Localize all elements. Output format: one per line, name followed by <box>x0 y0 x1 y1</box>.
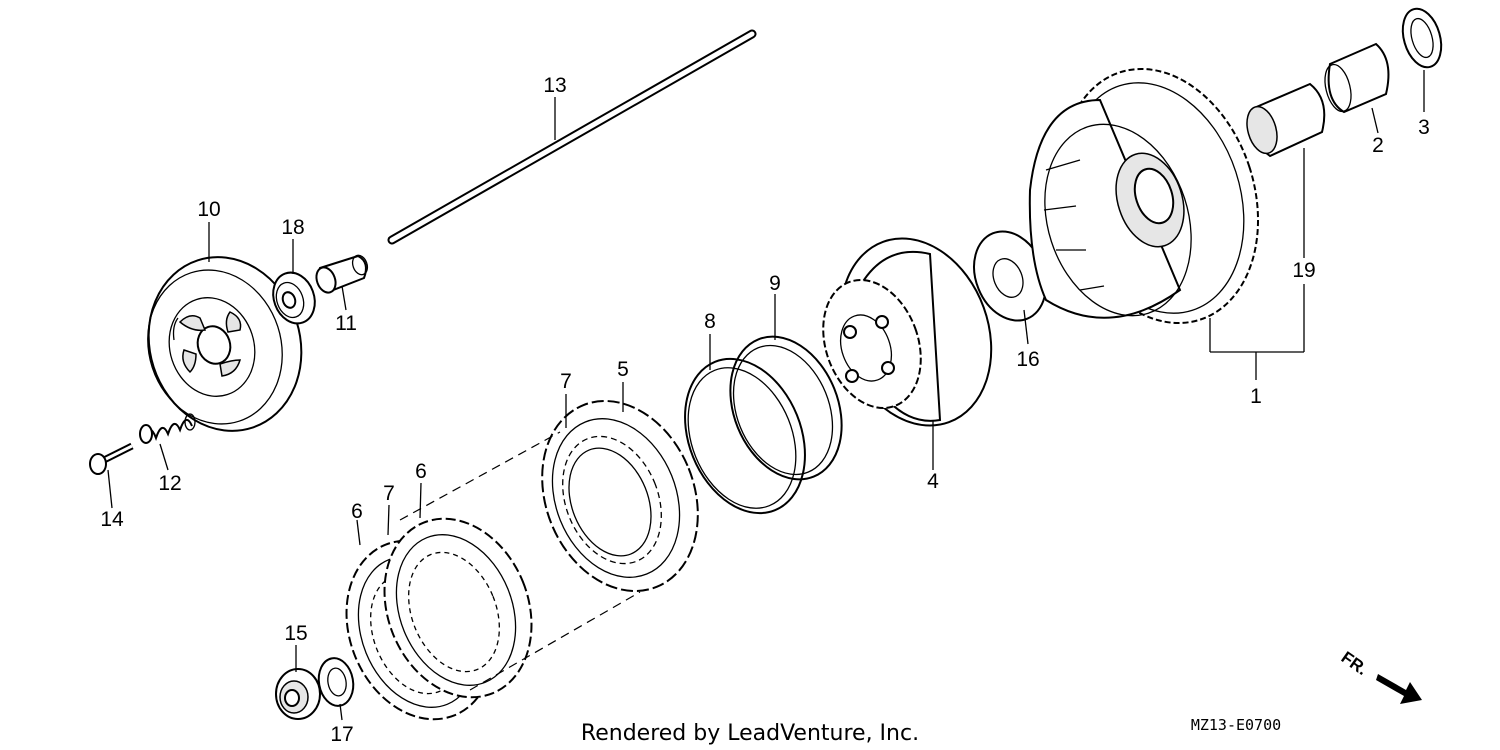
callout-19: 19 <box>1292 259 1315 282</box>
part-clutch-center <box>822 237 993 427</box>
part-clutch-outer <box>1028 67 1260 325</box>
callout-6-right: 6 <box>415 460 427 483</box>
alignment-line-lower <box>469 591 641 691</box>
callout-12: 12 <box>158 472 181 495</box>
callout-13: 13 <box>543 74 566 97</box>
callout-5: 5 <box>617 358 629 381</box>
footer-credit: Rendered by LeadVenture, Inc. <box>581 721 919 746</box>
callout-8: 8 <box>704 310 716 333</box>
part-ring-9 <box>729 335 843 481</box>
front-direction-label: FR. <box>1338 648 1371 679</box>
callout-7-left: 7 <box>383 482 395 505</box>
part-spring <box>139 413 196 444</box>
front-arrow-icon <box>1376 674 1422 704</box>
callout-10: 10 <box>197 198 220 221</box>
part-bolt <box>89 442 134 475</box>
callout-16: 16 <box>1016 348 1039 371</box>
part-friction-disc-middle <box>541 400 699 592</box>
callout-11: 11 <box>335 312 357 335</box>
part-washer-small <box>317 657 355 707</box>
front-direction-indicator: FR. <box>1338 648 1422 704</box>
callout-labels: 1 2 3 4 5 6 6 7 7 8 9 10 11 12 13 14 15 … <box>100 74 1430 746</box>
callout-15: 15 <box>284 622 307 645</box>
alignment-line-upper <box>399 431 561 521</box>
part-nut <box>275 668 321 720</box>
part-collar <box>1324 42 1390 114</box>
callout-14: 14 <box>100 508 124 531</box>
part-lifter-piece <box>315 254 369 294</box>
callout-3: 3 <box>1418 116 1430 139</box>
callout-7-right: 7 <box>560 370 572 393</box>
diagram-code: MZ13-E0700 <box>1191 716 1281 734</box>
callout-17: 17 <box>330 723 353 746</box>
leader-lines <box>107 70 1425 721</box>
part-push-rod <box>387 29 757 245</box>
part-bearing <box>272 271 316 325</box>
part-pressure-plate <box>147 256 303 432</box>
part-needle-bearing <box>1246 82 1326 158</box>
callout-18: 18 <box>281 216 304 239</box>
callout-4: 4 <box>927 470 939 493</box>
part-ring-8 <box>684 357 806 515</box>
part-washer-3 <box>1401 7 1443 69</box>
callout-2: 2 <box>1372 134 1384 157</box>
callout-9: 9 <box>769 272 781 295</box>
callout-6-left: 6 <box>351 500 363 523</box>
part-friction-disc-rear <box>383 517 533 699</box>
callout-1: 1 <box>1250 385 1262 408</box>
